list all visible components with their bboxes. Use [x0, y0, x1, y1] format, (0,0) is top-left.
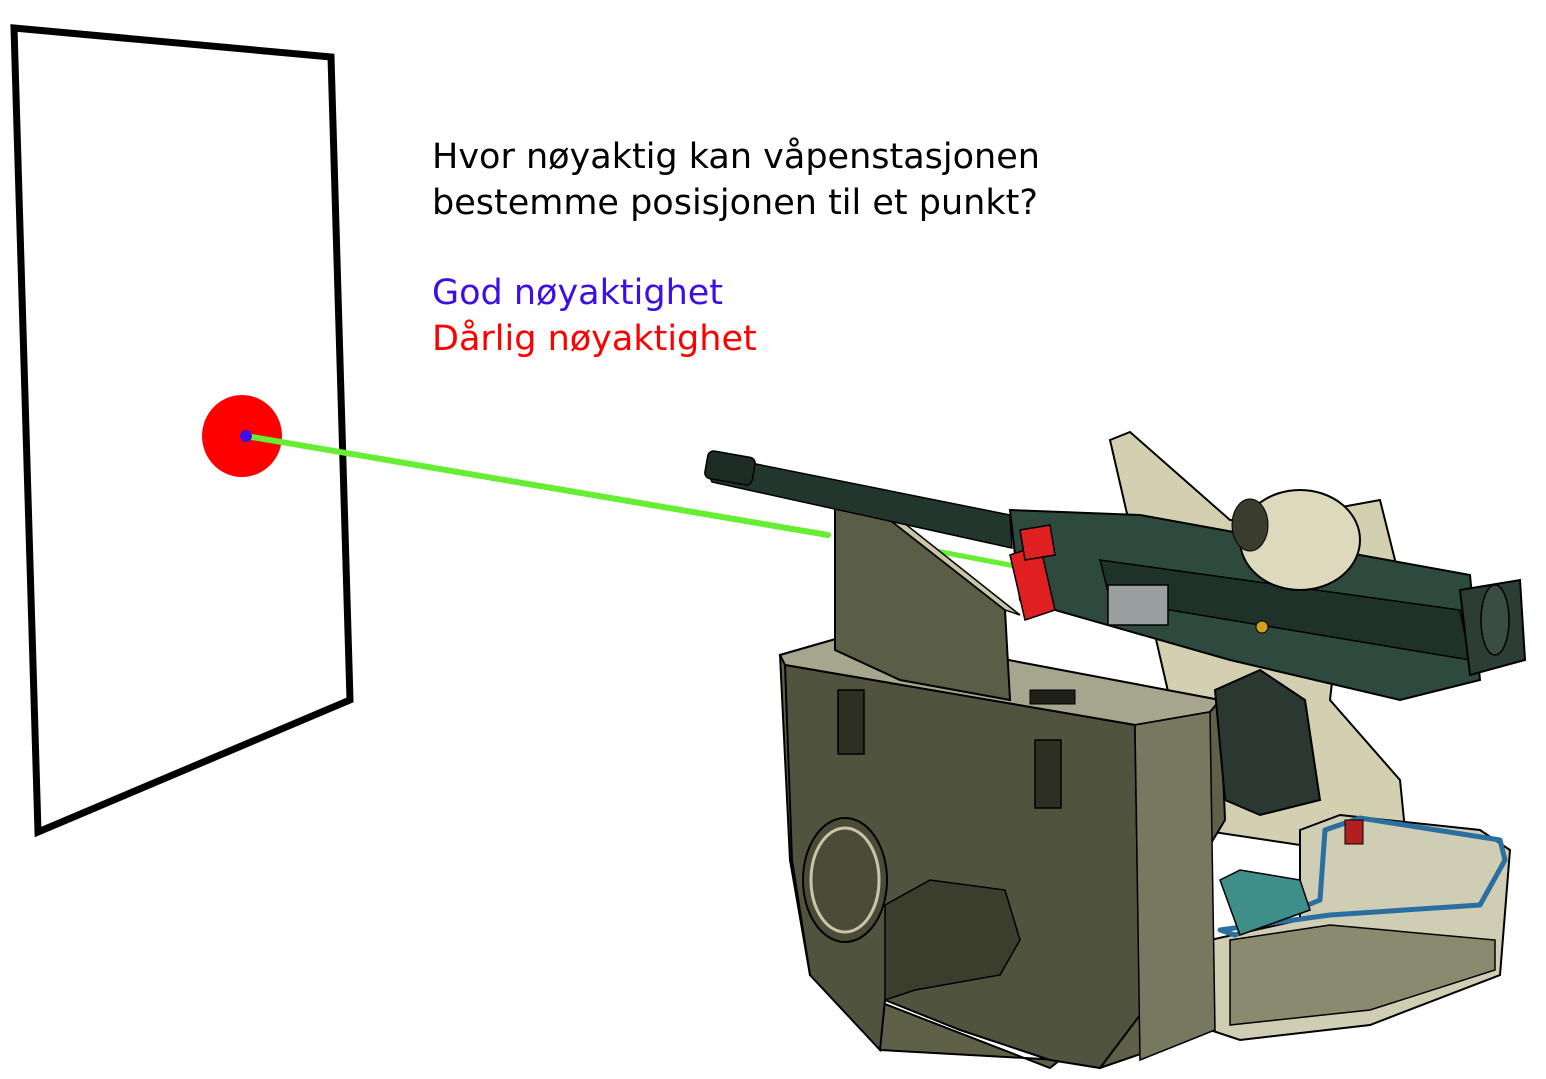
- legend-poor-accuracy: Dårlig nøyaktighet: [432, 319, 757, 359]
- good-accuracy-spot: [240, 430, 252, 442]
- target-board-icon: [10, 24, 354, 838]
- weapon-station-icon: [704, 430, 1527, 1070]
- legend-good-accuracy: God nøyaktighet: [432, 273, 724, 313]
- question-line-2: bestemme posisjonen til et punkt?: [432, 183, 1038, 223]
- laser-beam: [243, 433, 831, 538]
- question-text: Hvor nøyaktig kan våpenstasjonen bestemm…: [432, 134, 1040, 226]
- question-line-1: Hvor nøyaktig kan våpenstasjonen: [432, 137, 1040, 177]
